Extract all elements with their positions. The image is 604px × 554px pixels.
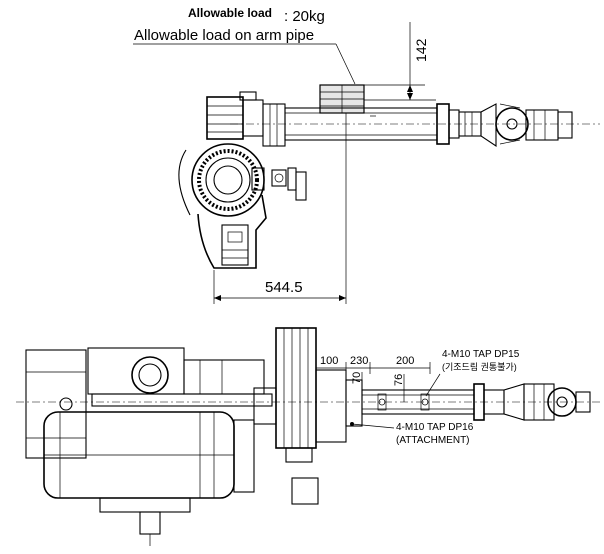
dim-100-label: 100 — [320, 355, 338, 367]
tap-upper-leader — [425, 373, 441, 397]
dim-142-label: 142 — [413, 38, 429, 62]
upper-mechanism — [87, 347, 273, 407]
tap-upper-line1: 4-M10 TAP DP15 — [442, 349, 520, 360]
tap-lower-leader — [351, 423, 395, 429]
base-frame — [25, 349, 87, 459]
tap-lower-line2: (ATTACHMENT) — [396, 435, 470, 446]
bottom-view: 100 230 200 70 76 4-M10 TAP DP15 (기조드림 권… — [16, 327, 600, 546]
wrist-assembly — [436, 103, 573, 148]
tap-note-upper: 4-M10 TAP DP15 (기조드림 권통불가) — [425, 349, 520, 397]
load-block — [319, 84, 365, 114]
wrist-bottom — [473, 383, 591, 421]
top-view: Allowable load : 20kg Allowable load on … — [133, 6, 600, 304]
tap-lower-line1: 4-M10 TAP DP16 — [396, 422, 474, 433]
tap-lower-point — [350, 422, 354, 426]
cylinder-motor — [43, 411, 255, 546]
dim-230-label: 230 — [350, 355, 368, 367]
dim-70-label: 70 — [351, 372, 363, 384]
tap-note-lower: 4-M10 TAP DP16 (ATTACHMENT) — [350, 422, 474, 446]
dim-544: 544.5 — [213, 113, 347, 304]
dim-544-label: 544.5 — [265, 279, 303, 296]
allowable-load-value: : 20kg — [284, 8, 325, 25]
tap-upper-line2: (기조드림 권통불가) — [442, 361, 517, 372]
allowable-load-label: Allowable load — [188, 6, 272, 20]
base-gear — [178, 143, 307, 217]
gear-housing — [253, 327, 363, 505]
dims-top-row: 100 230 200 — [315, 355, 431, 374]
dims-vertical: 70 76 — [351, 372, 405, 402]
dim-142: 142 — [364, 22, 436, 101]
lower-arm-body — [197, 194, 267, 269]
motor-block — [206, 91, 286, 147]
load-leader-line — [335, 43, 356, 85]
dim-200-label: 200 — [396, 355, 414, 367]
arm-pipe-label: Allowable load on arm pipe — [134, 27, 314, 44]
dim-76-label: 76 — [393, 374, 405, 386]
